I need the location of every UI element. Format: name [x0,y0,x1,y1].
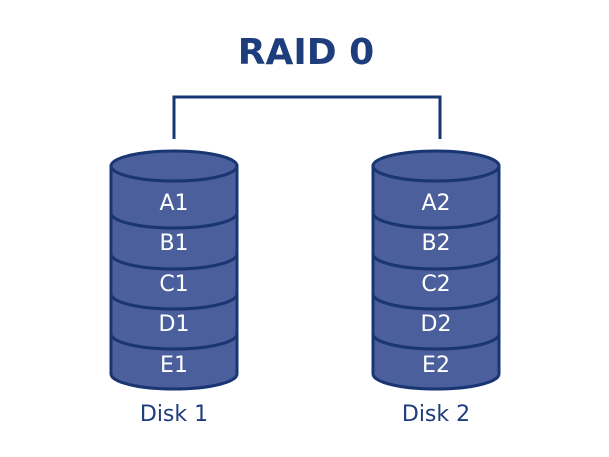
disk-1-label: Disk 1 [140,402,208,427]
disk-2-block: C2 [421,272,450,297]
disk-1: A1 B1 C1 D1 E1 Disk 1 [109,149,239,427]
disk-1-block: D1 [159,312,190,337]
diagram-title: RAID 0 [238,32,374,73]
disk-2-separator [371,253,501,271]
connector-bracket [172,95,442,139]
disk-2-block: A2 [421,191,450,216]
disk-1-block: A1 [159,191,188,216]
disk-2-separator [371,212,501,230]
disk-2-block: E2 [422,353,450,378]
disk-1-body [109,164,239,391]
disk-1-top [109,149,239,183]
disk-2-separator [371,333,501,351]
disk-2-label: Disk 2 [402,402,470,427]
disk-1-block: B1 [159,231,188,256]
disk-2-block: B2 [421,231,450,256]
disk-1-block: E1 [160,353,188,378]
disk-1-separator [109,333,239,351]
disk-2-body [371,164,501,391]
disk-2-top [371,149,501,183]
disk-2-block: D2 [421,312,452,337]
disk-2: A2 B2 C2 D2 E2 Disk 2 [371,149,501,427]
disk-1-block: C1 [159,272,188,297]
disk-1-separator [109,212,239,230]
disk-2-separator [371,293,501,311]
disk-1-separator [109,293,239,311]
disk-1-separator [109,253,239,271]
